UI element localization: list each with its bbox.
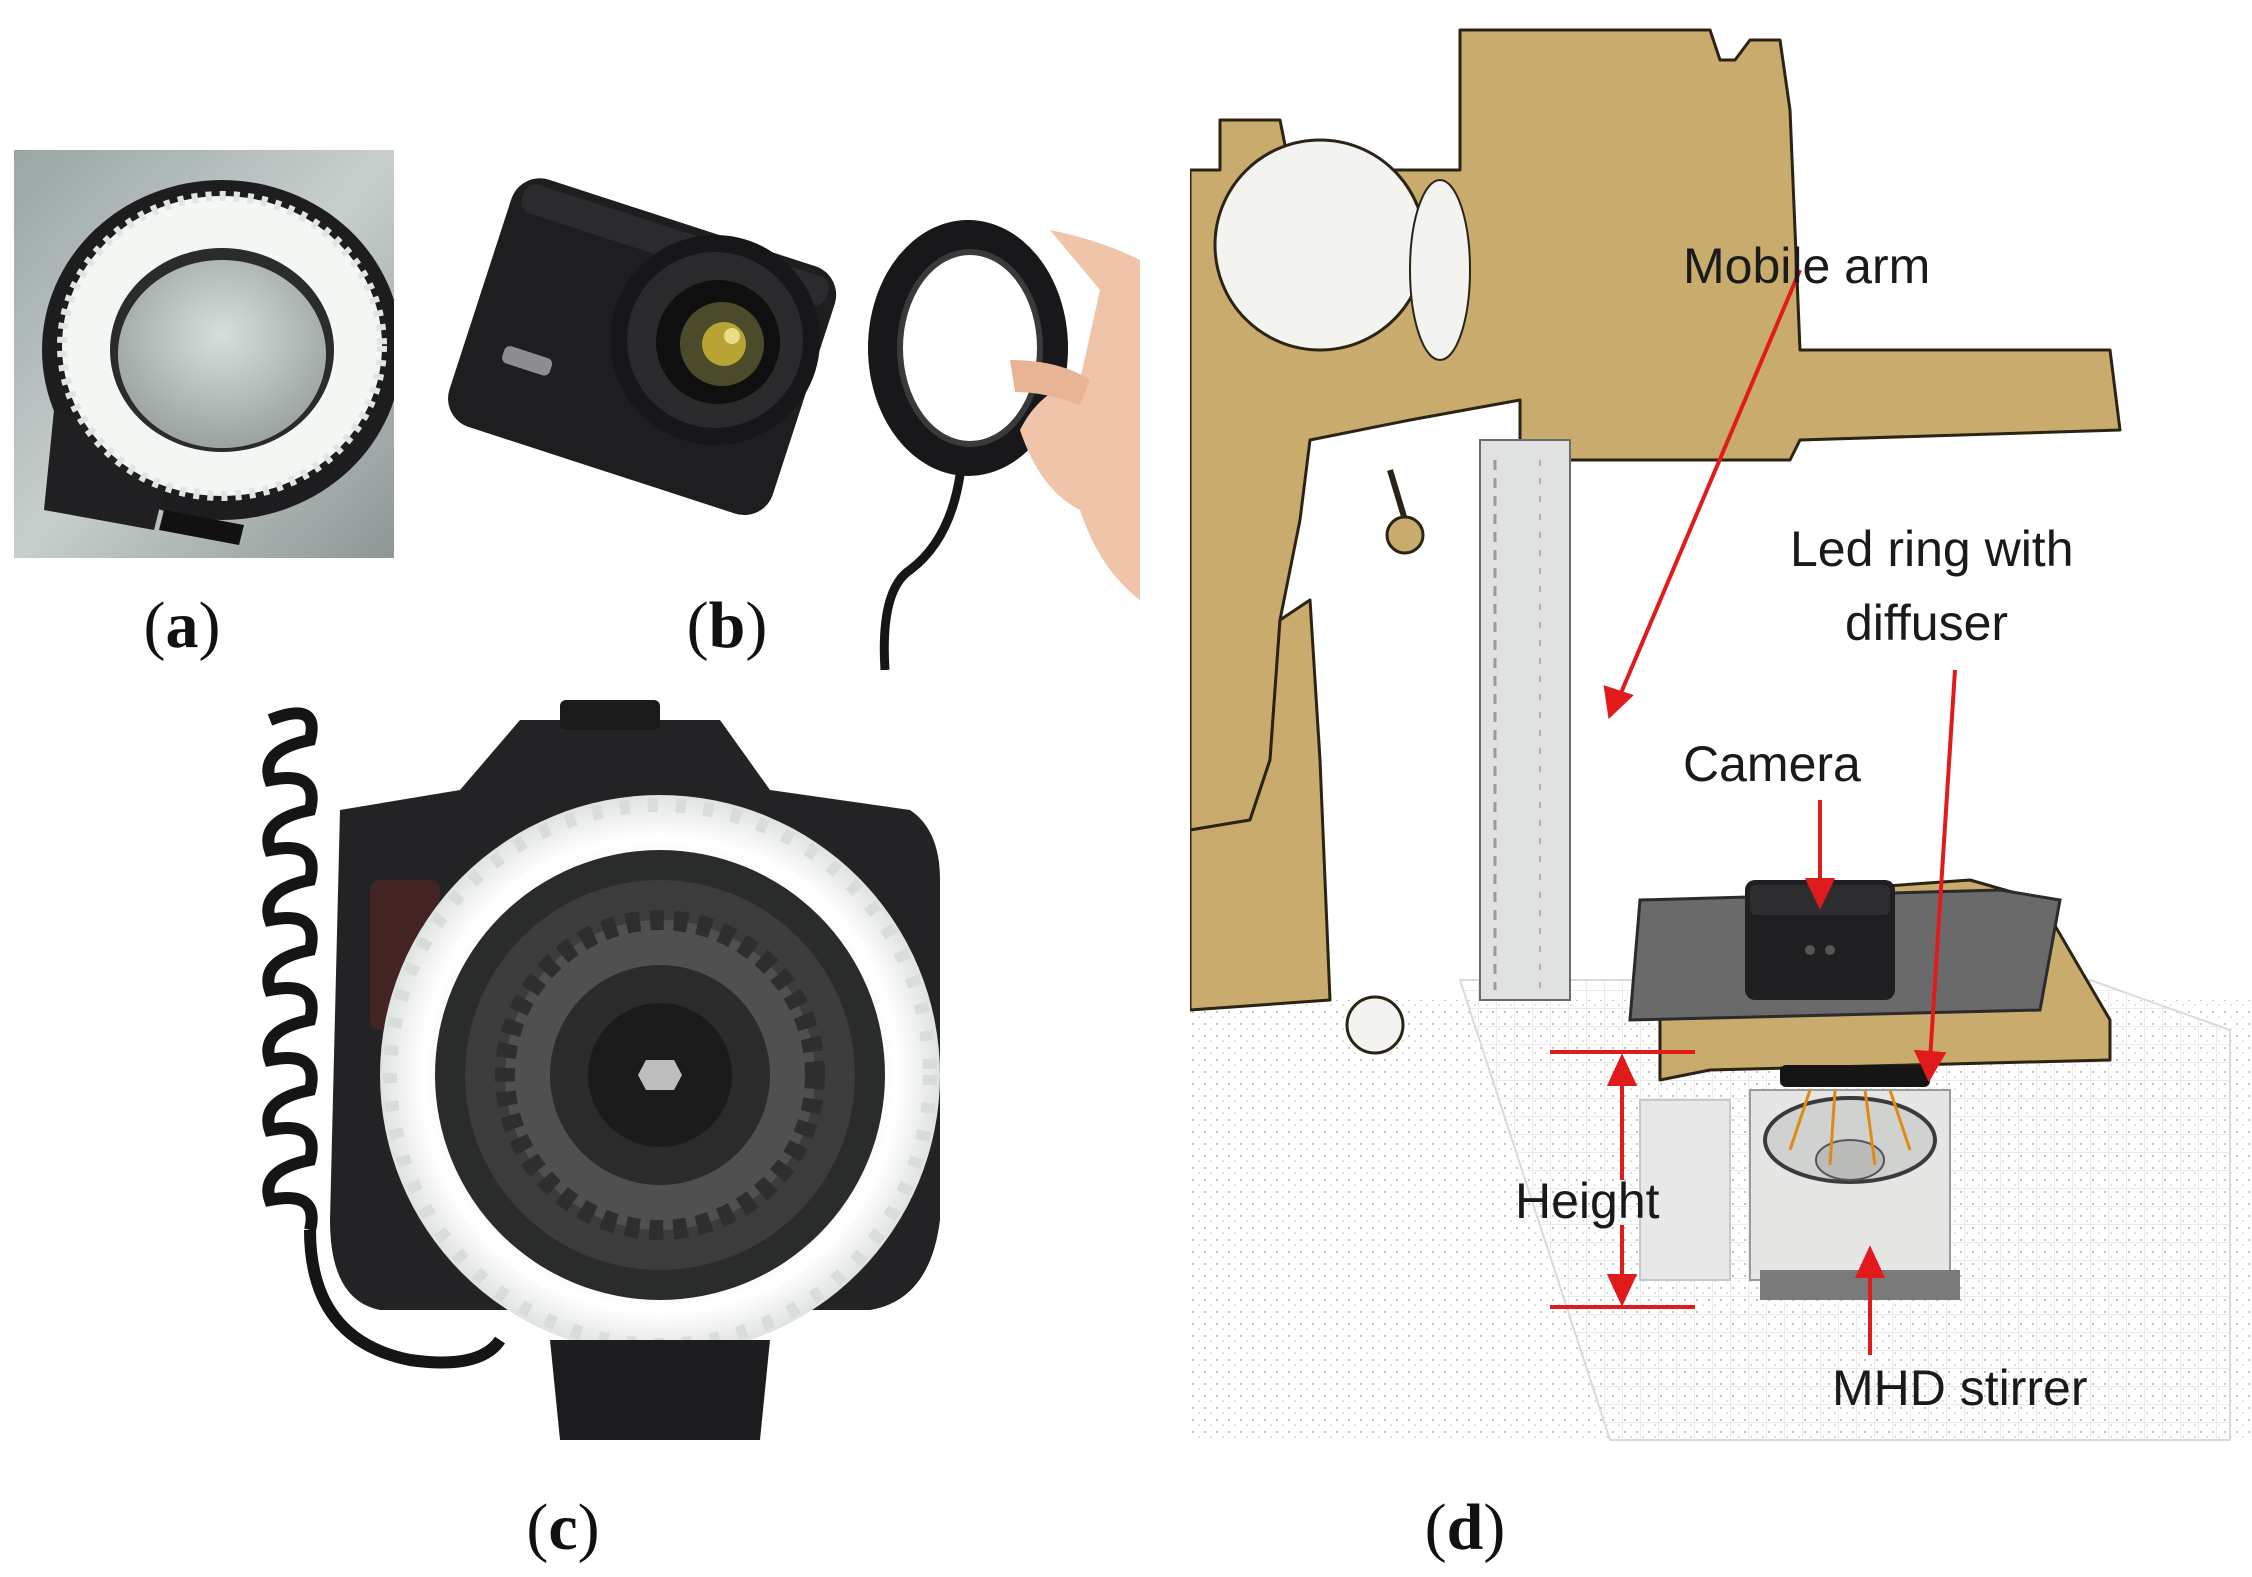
caption-b-open: ( xyxy=(686,589,709,662)
caption-c: (c) xyxy=(526,1490,599,1566)
caption-b-letter: b xyxy=(708,589,746,662)
caption-d-open: ( xyxy=(1424,1491,1447,1564)
caption-c-close: ) xyxy=(577,1491,600,1564)
label-height: Height xyxy=(1515,1173,1660,1229)
label-led-ring-line2: diffuser xyxy=(1845,595,2009,651)
panel-b-camera-and-ring-photo xyxy=(440,130,1140,670)
label-led-ring-line1: Led ring with xyxy=(1790,521,2074,577)
caption-d: (d) xyxy=(1425,1490,1506,1566)
caption-d-close: ) xyxy=(1483,1491,1506,1564)
caption-b: (b) xyxy=(687,588,768,664)
label-camera: Camera xyxy=(1683,736,1861,792)
caption-a-open: ( xyxy=(143,589,166,662)
caption-a-letter: a xyxy=(165,589,199,662)
caption-d-letter: d xyxy=(1446,1491,1484,1564)
panel-d-experimental-setup xyxy=(1190,0,2252,1450)
caption-c-open: ( xyxy=(526,1491,549,1564)
panel-a-led-ring-photo xyxy=(14,150,394,558)
panel-c-dslr-ring-light-photo xyxy=(250,700,970,1460)
caption-a: (a) xyxy=(144,588,221,664)
caption-a-close: ) xyxy=(198,589,221,662)
label-mobile-arm: Mobile arm xyxy=(1683,238,1931,294)
caption-b-close: ) xyxy=(745,589,768,662)
label-mhd-stirrer: MHD stirrer xyxy=(1832,1360,2088,1416)
caption-c-letter: c xyxy=(548,1491,578,1564)
